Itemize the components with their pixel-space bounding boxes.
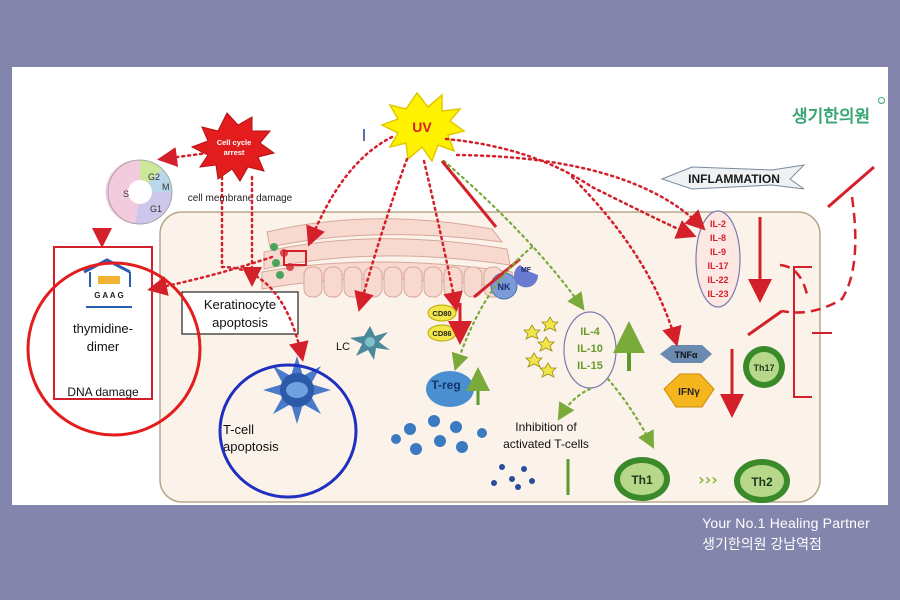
inflammation-banner bbox=[660, 164, 806, 190]
mf-label: MF bbox=[521, 267, 532, 274]
tcell-apoptosis-icon bbox=[263, 356, 331, 424]
uv-label: UV bbox=[412, 119, 432, 135]
dna-damage-box bbox=[53, 246, 153, 400]
ifny-label: IFNγ bbox=[678, 387, 700, 398]
il-17-label: IL-17 bbox=[707, 261, 728, 271]
tnfa-label: TNFα bbox=[674, 350, 697, 360]
uv-burst bbox=[380, 91, 466, 163]
il-2-label: IL-2 bbox=[710, 219, 726, 229]
dimer-label: dimer bbox=[87, 339, 120, 354]
treg-label: T-reg bbox=[431, 378, 460, 392]
red-highlight-circle bbox=[26, 261, 202, 437]
inhibit-bar-inflammation bbox=[827, 165, 875, 209]
treg-cell bbox=[426, 371, 474, 407]
dna-strand-icon bbox=[83, 258, 132, 308]
dna-damage-label: DNA damage bbox=[67, 385, 139, 399]
cd80-label: CD80 bbox=[432, 309, 451, 318]
cell-cycle-pie: S G2 M G1 bbox=[105, 159, 173, 225]
th17-label: Th17 bbox=[753, 363, 774, 373]
tcell-apoptosis-label: apoptosis bbox=[223, 439, 279, 454]
nk-label: NK bbox=[498, 282, 511, 292]
il-10-label: IL-10 bbox=[577, 343, 603, 355]
green-arrows bbox=[442, 159, 655, 449]
cell-membrane-damage-label: cell membrane damage bbox=[188, 193, 293, 204]
tagline-text: Your No.1 Healing Partner bbox=[702, 515, 870, 531]
top-band bbox=[0, 0, 900, 67]
bottom-band bbox=[0, 505, 900, 600]
inflammation-dashes bbox=[779, 196, 857, 314]
phase-g1: G1 bbox=[150, 204, 162, 214]
il-15-label: IL-15 bbox=[577, 360, 603, 372]
tagline-block: Your No.1 Healing Partner 생기한의원 강남역점 bbox=[702, 513, 870, 555]
keratinocyte-label: Keratinocyte bbox=[204, 297, 276, 312]
damaged-cells bbox=[270, 243, 307, 279]
clinic-logo: 생기한의원 bbox=[792, 107, 871, 127]
chevrons-icon: ››› bbox=[698, 470, 718, 489]
inhibit-bar-th17 bbox=[747, 309, 783, 337]
phase-s: S bbox=[123, 189, 129, 199]
il-group-2-oval bbox=[695, 210, 741, 308]
inhibition-label: Inhibition of bbox=[515, 420, 577, 434]
logo-dot-icon bbox=[878, 97, 885, 104]
blue-highlight-circle bbox=[218, 363, 358, 499]
inflammation-label: INFLAMMATION bbox=[688, 172, 780, 186]
cd86-label: CD86 bbox=[432, 329, 451, 338]
dna-sequence-label: G A A G bbox=[94, 291, 123, 300]
cell-cycle-label: Cell cycle bbox=[217, 138, 252, 147]
thymidine-label: thymidine- bbox=[73, 321, 133, 336]
th2-label: Th2 bbox=[751, 475, 773, 489]
video-frame: UV Cell cycle arrest cell membrane damag… bbox=[12, 67, 888, 505]
tnfa-shape bbox=[660, 345, 712, 363]
lc-label: LC bbox=[336, 341, 350, 353]
langerhans-cell-icon bbox=[350, 326, 390, 360]
cytokine-stars bbox=[523, 316, 559, 378]
blue-particles bbox=[391, 415, 487, 455]
cell-cycle-arrest-burst bbox=[190, 112, 276, 182]
activated-tcells-label: activated T-cells bbox=[503, 437, 589, 451]
phase-g2: G2 bbox=[148, 172, 160, 182]
ifny-shape bbox=[663, 373, 715, 408]
skin-immune-diagram: UV Cell cycle arrest cell membrane damag… bbox=[26, 91, 875, 503]
il-4-label: IL-4 bbox=[580, 326, 600, 338]
arrest-label: arrest bbox=[224, 148, 245, 157]
keratinocyte-apoptosis-label: apoptosis bbox=[212, 315, 268, 330]
small-particles bbox=[491, 464, 535, 490]
tcell-label: T-cell bbox=[223, 422, 254, 437]
uv-red-arrows bbox=[92, 135, 706, 362]
phase-m: M bbox=[162, 182, 170, 192]
il-23-label: IL-23 bbox=[707, 289, 728, 299]
bracket-right bbox=[793, 266, 812, 398]
macrophage-cell bbox=[514, 265, 539, 288]
th1-label: Th1 bbox=[631, 473, 653, 487]
clinic-name: 생기한의원 강남역점 bbox=[702, 536, 822, 552]
il-9-label: IL-9 bbox=[710, 247, 726, 257]
il-22-label: IL-22 bbox=[707, 275, 728, 285]
il-8-label: IL-8 bbox=[710, 233, 726, 243]
inhibit-bar-uv bbox=[440, 160, 498, 228]
